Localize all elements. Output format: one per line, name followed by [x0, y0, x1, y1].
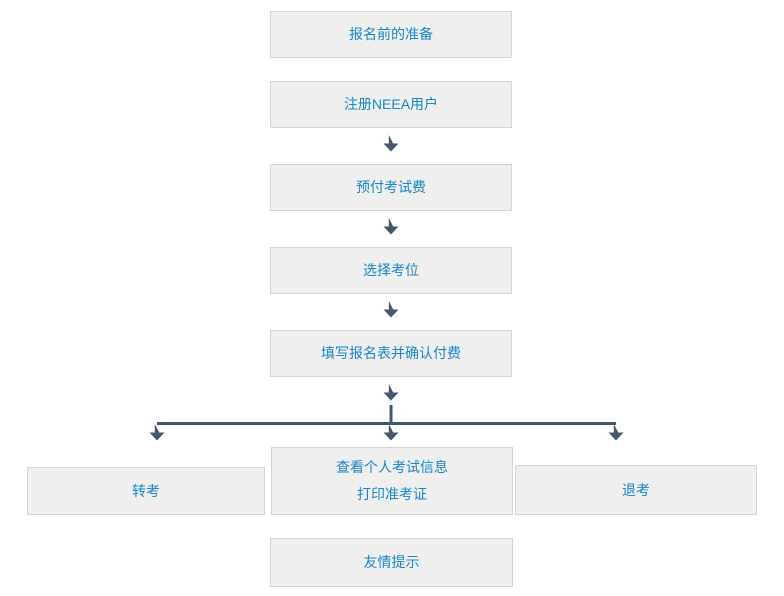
flow-node-label: 填写报名表并确认付费	[321, 345, 461, 362]
down-arrow-icon	[608, 424, 624, 441]
flow-node-label: 选择考位	[363, 262, 419, 279]
flow-node-label: 转考	[132, 482, 160, 499]
flow-node-label: 预付考试费	[356, 179, 426, 196]
down-arrow-icon	[383, 135, 399, 152]
flow-node-label: 退考	[622, 481, 650, 498]
flow-node-choose-seat[interactable]: 选择考位	[270, 247, 512, 294]
flow-node-prepay-test-fee[interactable]: 预付考试费	[270, 164, 512, 211]
flow-node-transfer-test[interactable]: 转考	[27, 467, 265, 515]
down-arrow-icon	[383, 424, 399, 441]
flow-node-label-line2: 打印准考证	[357, 486, 427, 502]
flow-node-view-info-print-ticket[interactable]: 查看个人考试信息 打印准考证	[271, 447, 513, 515]
down-arrow-icon	[383, 301, 399, 318]
flow-node-preparation[interactable]: 报名前的准备	[270, 11, 512, 58]
flow-node-register-neea-user[interactable]: 注册NEEA用户	[270, 81, 512, 128]
flow-node-label-line1: 查看个人考试信息	[336, 459, 448, 476]
flow-node-friendly-tips[interactable]: 友情提示	[270, 538, 513, 587]
flow-node-label: 注册NEEA用户	[343, 96, 439, 113]
flow-node-label: 报名前的准备	[349, 26, 433, 43]
down-arrow-icon	[383, 384, 399, 401]
down-arrow-icon	[383, 218, 399, 235]
flow-node-fill-form-confirm-payment[interactable]: 填写报名表并确认付费	[270, 330, 512, 377]
down-arrow-icon	[149, 424, 165, 441]
flow-node-withdraw-test[interactable]: 退考	[515, 465, 757, 515]
flow-node-label: 友情提示	[363, 554, 420, 571]
